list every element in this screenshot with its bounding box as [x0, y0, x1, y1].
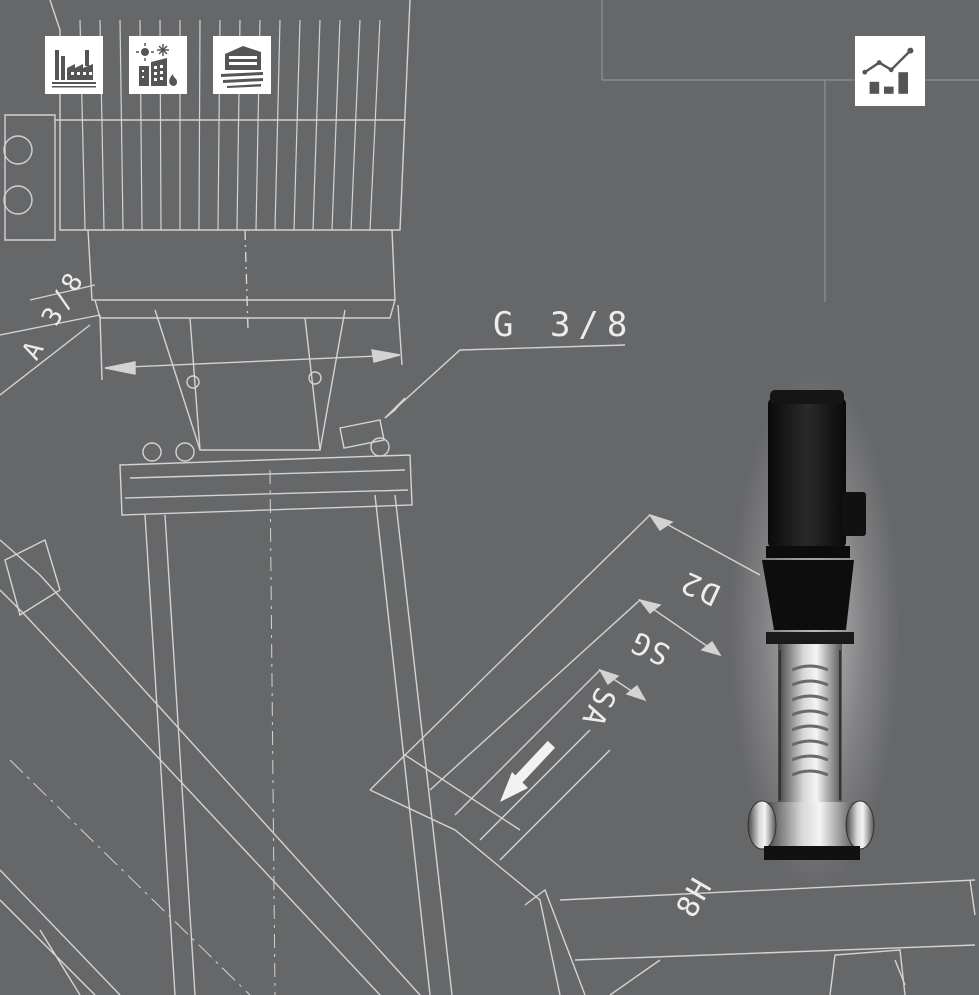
factory-icon: [52, 50, 96, 88]
growth-chart-icon: [862, 47, 914, 94]
water-treatment-tile[interactable]: [213, 36, 271, 94]
growth-tile[interactable]: [855, 36, 925, 106]
thread-size-label: G 3/8: [493, 305, 636, 345]
building-climate-icon: [136, 43, 177, 86]
vertical-multistage-pump-image: [730, 370, 900, 890]
water-treatment-icon: [221, 46, 263, 88]
industry-tile[interactable]: [45, 36, 103, 94]
building-climate-tile[interactable]: [129, 36, 187, 94]
flow-direction-arrow-icon: [500, 740, 556, 802]
